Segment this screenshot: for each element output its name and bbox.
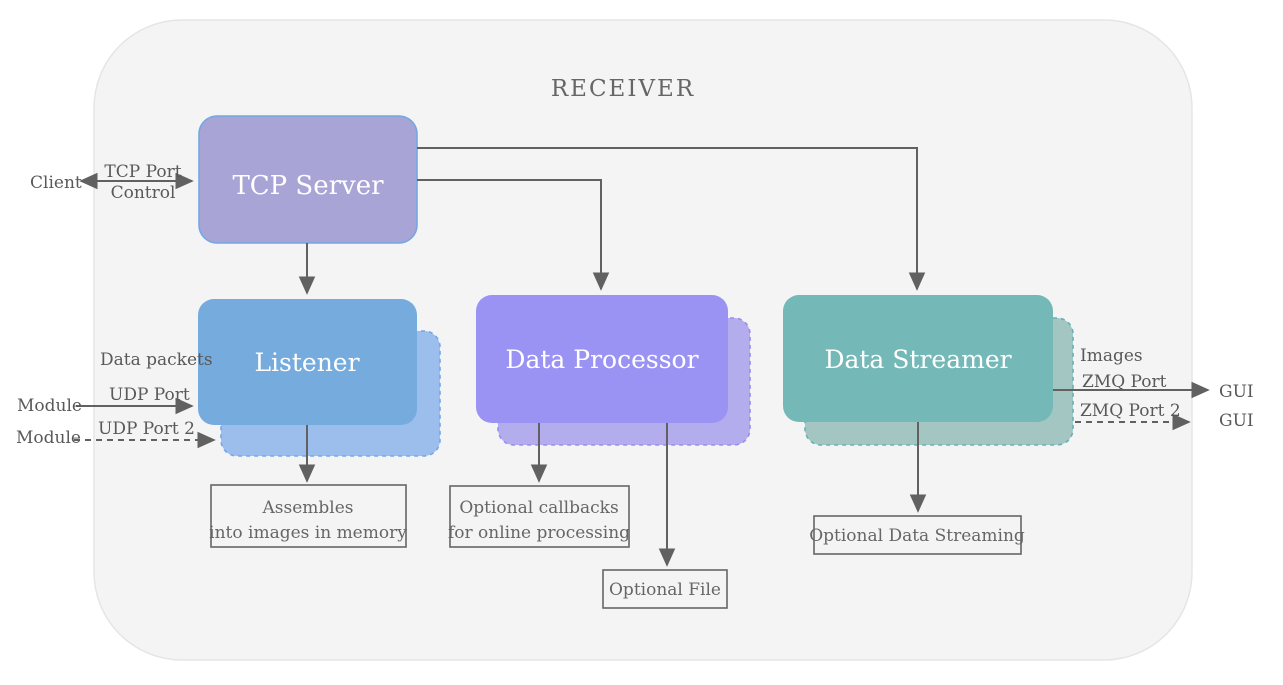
gui1-label: GUI <box>1219 382 1254 402</box>
udp-port-label: UDP Port <box>109 385 190 405</box>
edge-tcpserver-datastreamer <box>417 147 926 291</box>
module2-label: Module <box>16 428 81 448</box>
data-streamer-label: Data Streamer <box>824 345 1011 374</box>
tcp-server-label: TCP Server <box>232 171 384 201</box>
assembles-note-line1: Assembles <box>261 498 353 518</box>
optional-file-box <box>602 569 728 609</box>
callbacks-note-line2: for online processing <box>448 523 630 543</box>
data-streamer-node: Data Streamer <box>783 295 1074 446</box>
listener-label: Listener <box>254 348 359 377</box>
assembles-note: Assembles into images in memory <box>209 484 407 548</box>
tcp-server-node: TCP Server <box>198 115 418 244</box>
module1-label: Module <box>17 396 82 416</box>
assembles-note-box <box>210 484 407 548</box>
data-processor-box <box>476 295 728 423</box>
tcp-port-control-label: Control <box>111 183 176 203</box>
optional-streaming-box <box>813 515 1022 555</box>
listener-node: Listener <box>198 299 441 457</box>
data-processor-label: Data Processor <box>505 345 698 374</box>
callbacks-note: Optional callbacks for online processing <box>448 485 630 548</box>
zmq-port-label: ZMQ Port <box>1082 372 1167 392</box>
callbacks-note-box <box>449 485 630 548</box>
assembles-note-line2: into images in memory <box>209 523 407 543</box>
udp-port2-label: UDP Port 2 <box>98 419 195 439</box>
client-label: Client <box>30 173 82 193</box>
edge-tcpserver-dataprocessor <box>417 179 610 291</box>
optional-streaming-label: Optional Data Streaming <box>809 526 1025 546</box>
listener-box <box>198 299 417 425</box>
images-label: Images <box>1080 346 1143 366</box>
optional-file-note: Optional File <box>602 569 728 609</box>
optional-file-label: Optional File <box>609 580 721 600</box>
data-packets-label: Data packets <box>100 350 213 370</box>
tcp-port-label: TCP Port <box>104 162 181 182</box>
data-streamer-box <box>783 295 1053 422</box>
data-processor-node: Data Processor <box>476 295 751 446</box>
zmq-port2-label: ZMQ Port 2 <box>1080 401 1181 421</box>
gui2-label: GUI <box>1219 411 1254 431</box>
optional-streaming-note: Optional Data Streaming <box>809 515 1025 555</box>
diagram-title: RECEIVER <box>551 76 695 102</box>
callbacks-note-line1: Optional callbacks <box>459 498 618 518</box>
